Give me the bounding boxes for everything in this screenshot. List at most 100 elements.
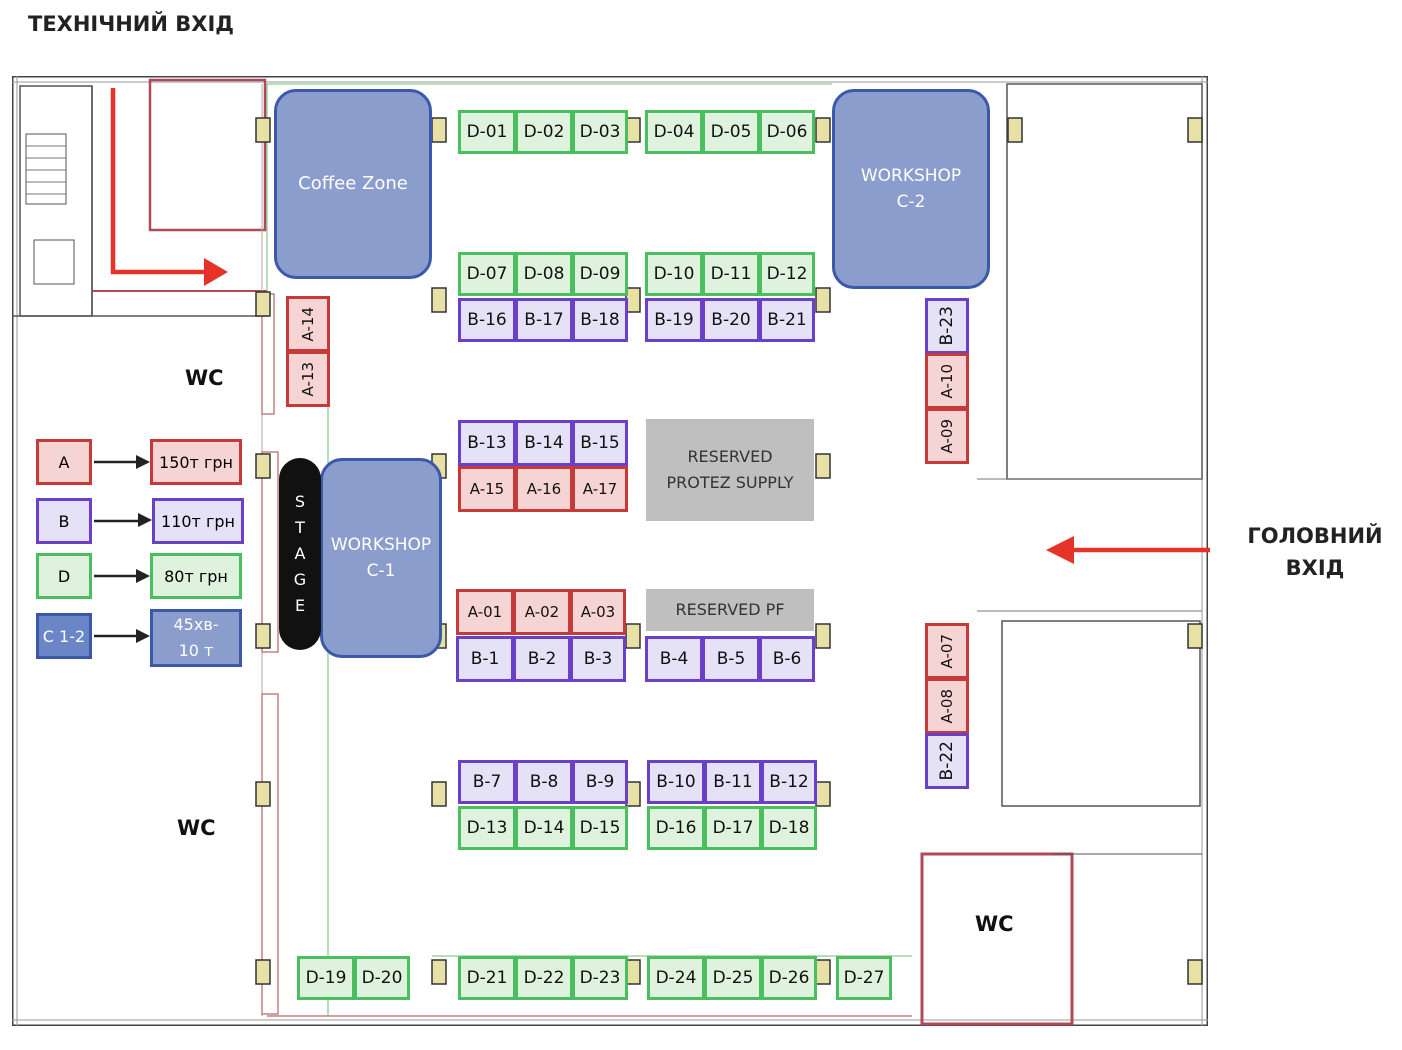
stage-letter: E [294, 596, 306, 615]
legend-key-c: C 1-2 [36, 613, 92, 659]
booth-d-18[interactable]: D-18 [761, 806, 817, 850]
booth-d-20[interactable]: D-20 [354, 956, 410, 1000]
booth-b-21[interactable]: B-21 [759, 298, 815, 342]
legend-price-d: 80т грн [150, 553, 242, 599]
booth-b-11[interactable]: B-11 [704, 760, 762, 804]
booth-b-20[interactable]: B-20 [702, 298, 760, 342]
booth-d-09[interactable]: D-09 [572, 252, 628, 296]
booth-a-07-label: A-07 [938, 633, 956, 669]
booth-a-14[interactable]: A-14 [286, 296, 330, 352]
booth-b-2[interactable]: B-2 [513, 636, 571, 682]
booth-a-17[interactable]: A-17 [572, 466, 628, 512]
booth-a-15[interactable]: A-15 [458, 466, 516, 512]
workshop-c2-line2: C-2 [896, 192, 926, 212]
legend-key-a: A [36, 439, 92, 485]
legend-arrows [94, 455, 152, 643]
booth-b-8[interactable]: B-8 [515, 760, 573, 804]
stage-letter: A [294, 544, 306, 563]
booth-a-10-label: A-10 [938, 363, 956, 399]
booth-b-9[interactable]: B-9 [572, 760, 628, 804]
booth-d-15[interactable]: D-15 [572, 806, 628, 850]
stage[interactable]: S T A G E [279, 458, 321, 650]
main-entrance-title: ГОЛОВНИЙ ВХІД [1240, 520, 1390, 584]
reserved-pf[interactable]: RESERVED PF [646, 589, 814, 631]
booth-a-03[interactable]: A-03 [570, 589, 626, 635]
stage-letter: G [293, 570, 307, 589]
booth-a-07[interactable]: A-07 [925, 623, 969, 679]
legend-price-a: 150т грн [150, 439, 242, 485]
booth-a-02[interactable]: A-02 [513, 589, 571, 635]
booth-a-13[interactable]: A-13 [286, 351, 330, 407]
booth-b-13[interactable]: B-13 [458, 420, 516, 466]
wc-label-lower-right: WC [975, 912, 1014, 936]
booth-b-23-label: B-23 [937, 306, 957, 346]
booth-a-08[interactable]: A-08 [925, 678, 969, 734]
booth-b-23[interactable]: B-23 [925, 298, 969, 354]
booth-d-17[interactable]: D-17 [704, 806, 762, 850]
booth-d-16[interactable]: D-16 [647, 806, 705, 850]
booth-a-10[interactable]: A-10 [925, 353, 969, 409]
stage-letter: S [294, 492, 306, 511]
technical-entrance-title: ТЕХНІЧНИЙ ВХІД [28, 12, 234, 36]
booth-d-22[interactable]: D-22 [515, 956, 573, 1000]
booth-d-13[interactable]: D-13 [458, 806, 516, 850]
booth-d-01[interactable]: D-01 [458, 110, 516, 154]
booth-b-6[interactable]: B-6 [759, 636, 815, 682]
booth-a-14-label: A-14 [299, 306, 317, 342]
booth-d-06[interactable]: D-06 [759, 110, 815, 154]
booth-d-08[interactable]: D-08 [515, 252, 573, 296]
legend-key-b: B [36, 498, 92, 544]
booth-d-26[interactable]: D-26 [761, 956, 817, 1000]
booth-d-04[interactable]: D-04 [645, 110, 703, 154]
booth-b-22-label: B-22 [937, 741, 957, 781]
workshop-c1[interactable]: WORKSHOP C-1 [320, 458, 442, 658]
workshop-c1-line1: WORKSHOP [330, 535, 432, 555]
booth-d-10[interactable]: D-10 [645, 252, 703, 296]
legend-key-d: D [36, 553, 92, 599]
booth-a-13-label: A-13 [299, 361, 317, 397]
booth-d-05[interactable]: D-05 [702, 110, 760, 154]
wc-label-lower-left: WC [177, 816, 216, 840]
coffee-zone[interactable]: Coffee Zone [274, 89, 432, 279]
booth-d-19[interactable]: D-19 [297, 956, 355, 1000]
booth-a-08-label: A-08 [938, 688, 956, 724]
booth-d-11[interactable]: D-11 [702, 252, 760, 296]
booth-d-25[interactable]: D-25 [704, 956, 762, 1000]
reserved-protez-supply[interactable]: RESERVED PROTEZ SUPPLY [646, 419, 814, 521]
booth-a-01[interactable]: A-01 [456, 589, 514, 635]
booth-a-09-label: A-09 [938, 418, 956, 454]
booth-b-1[interactable]: B-1 [456, 636, 514, 682]
booth-b-19[interactable]: B-19 [645, 298, 703, 342]
booth-b-5[interactable]: B-5 [702, 636, 760, 682]
booth-b-7[interactable]: B-7 [458, 760, 516, 804]
booth-b-15[interactable]: B-15 [572, 420, 628, 466]
main-entrance-line2: ВХІД [1285, 556, 1345, 580]
booth-d-27[interactable]: D-27 [836, 956, 892, 1000]
booth-b-22[interactable]: B-22 [925, 733, 969, 789]
booth-d-12[interactable]: D-12 [759, 252, 815, 296]
booth-a-09[interactable]: A-09 [925, 408, 969, 464]
booth-d-07[interactable]: D-07 [458, 252, 516, 296]
booth-a-16[interactable]: A-16 [515, 466, 573, 512]
booth-b-4[interactable]: B-4 [645, 636, 703, 682]
main-entrance-arrow-icon [1046, 536, 1210, 564]
workshop-c2[interactable]: WORKSHOP C-2 [832, 89, 990, 289]
booth-d-03[interactable]: D-03 [572, 110, 628, 154]
workshop-c1-line2: C-1 [366, 561, 396, 581]
booth-b-18[interactable]: B-18 [572, 298, 628, 342]
booth-b-17[interactable]: B-17 [515, 298, 573, 342]
wc-label-upper-left: WC [185, 366, 224, 390]
booth-d-24[interactable]: D-24 [647, 956, 705, 1000]
booth-b-12[interactable]: B-12 [761, 760, 817, 804]
booth-b-10[interactable]: B-10 [647, 760, 705, 804]
booth-d-23[interactable]: D-23 [572, 956, 628, 1000]
booth-d-14[interactable]: D-14 [515, 806, 573, 850]
legend-price-c: 45хв- 10 т [150, 609, 242, 667]
booth-b-14[interactable]: B-14 [515, 420, 573, 466]
booth-b-16[interactable]: B-16 [458, 298, 516, 342]
booth-b-3[interactable]: B-3 [570, 636, 626, 682]
stage-letter: T [295, 518, 305, 537]
floor-plan-background [12, 76, 1208, 1026]
booth-d-02[interactable]: D-02 [515, 110, 573, 154]
booth-d-21[interactable]: D-21 [458, 956, 516, 1000]
